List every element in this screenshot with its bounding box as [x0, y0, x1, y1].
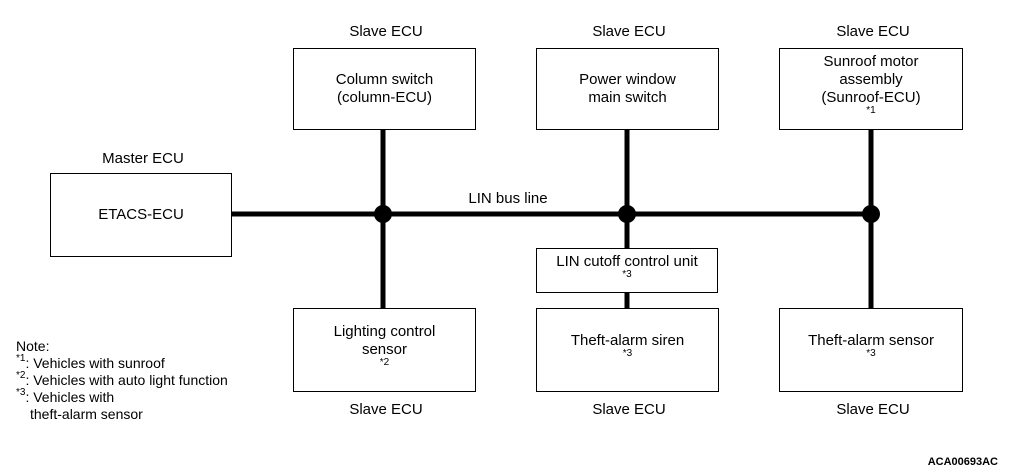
notes-heading: Note: — [16, 338, 50, 354]
footnote-mark: *2 — [16, 370, 26, 382]
junction-dot — [618, 205, 636, 223]
box-text-line: Theft-alarm siren*3 — [571, 332, 684, 368]
footnote-mark: *3 — [622, 268, 632, 280]
master-ecu-box: ETACS-ECU — [50, 173, 232, 257]
master-role-label: Master ECU — [102, 150, 184, 167]
box-text-line: sensor*2 — [334, 341, 436, 377]
box-text: (Sunroof-ECU) — [821, 89, 921, 106]
footnote-row: *1: Vehicles with sunroof — [16, 353, 228, 372]
footnote-mark: *3 — [866, 348, 876, 359]
bus-label: LIN bus line — [468, 190, 548, 207]
footnote-mark: *3 — [622, 348, 633, 359]
slave-role-label: Slave ECU — [836, 23, 910, 40]
box-text-line: Lighting control — [333, 323, 436, 340]
footnote-text: : Vehicles with — [25, 389, 115, 405]
footnote-mark: *3 — [16, 387, 26, 399]
sunroof-motor-box: Sunroof motor assembly (Sunroof-ECU)*1 — [779, 48, 963, 130]
footnote-continuation: theft-alarm sensor — [30, 406, 143, 422]
box-text-line: (column-ECU) — [336, 89, 432, 106]
box-text: LIN cutoff control unit — [556, 252, 698, 270]
footnote-text: : Vehicles with auto light function — [25, 372, 228, 388]
footnote-mark: *1 — [16, 353, 26, 365]
slave-role-label: Slave ECU — [592, 401, 666, 418]
box-text-line: (Sunroof-ECU)*1 — [821, 89, 920, 125]
box-text-line: LIN cutoff control unit*3 — [556, 253, 697, 289]
box-text: Theft-alarm sensor — [808, 332, 934, 349]
footnotes: Note: *1: Vehicles with sunroof *2: Vehi… — [16, 338, 228, 423]
lighting-sensor-box: Lighting control sensor*2 — [293, 308, 476, 392]
lin-cutoff-unit-box: LIN cutoff control unit*3 — [536, 248, 718, 293]
master-ecu-name: ETACS-ECU — [98, 206, 184, 223]
box-text-line: assembly — [839, 71, 903, 88]
junction-dot — [374, 205, 392, 223]
column-switch-box: Column switch (column-ECU) — [293, 48, 476, 130]
box-text-line: Power window — [579, 71, 676, 88]
slave-role-label: Slave ECU — [836, 401, 910, 418]
junction-dot — [862, 205, 880, 223]
footnote-mark: *2 — [379, 357, 390, 368]
footnote-row: *2: Vehicles with auto light function — [16, 370, 228, 389]
figure-code: ACA00693AC — [927, 456, 998, 468]
footnote-mark: *1 — [866, 105, 876, 116]
slave-role-label: Slave ECU — [349, 401, 423, 418]
theft-alarm-siren-box: Theft-alarm siren*3 — [536, 308, 719, 392]
footnote-row: *3: Vehicles with — [16, 387, 228, 406]
footnote-text: : Vehicles with sunroof — [25, 355, 165, 371]
box-text-line: Theft-alarm sensor*3 — [808, 332, 934, 368]
box-text-line: main switch — [588, 89, 667, 106]
slave-role-label: Slave ECU — [592, 23, 666, 40]
box-text-line: Column switch — [335, 71, 434, 88]
box-text-line: Sunroof motor — [823, 53, 919, 70]
theft-alarm-sensor-box: Theft-alarm sensor*3 — [779, 308, 963, 392]
power-window-switch-box: Power window main switch — [536, 48, 719, 130]
box-text: Theft-alarm siren — [570, 332, 685, 349]
box-text: sensor — [361, 341, 407, 358]
slave-role-label: Slave ECU — [349, 23, 423, 40]
